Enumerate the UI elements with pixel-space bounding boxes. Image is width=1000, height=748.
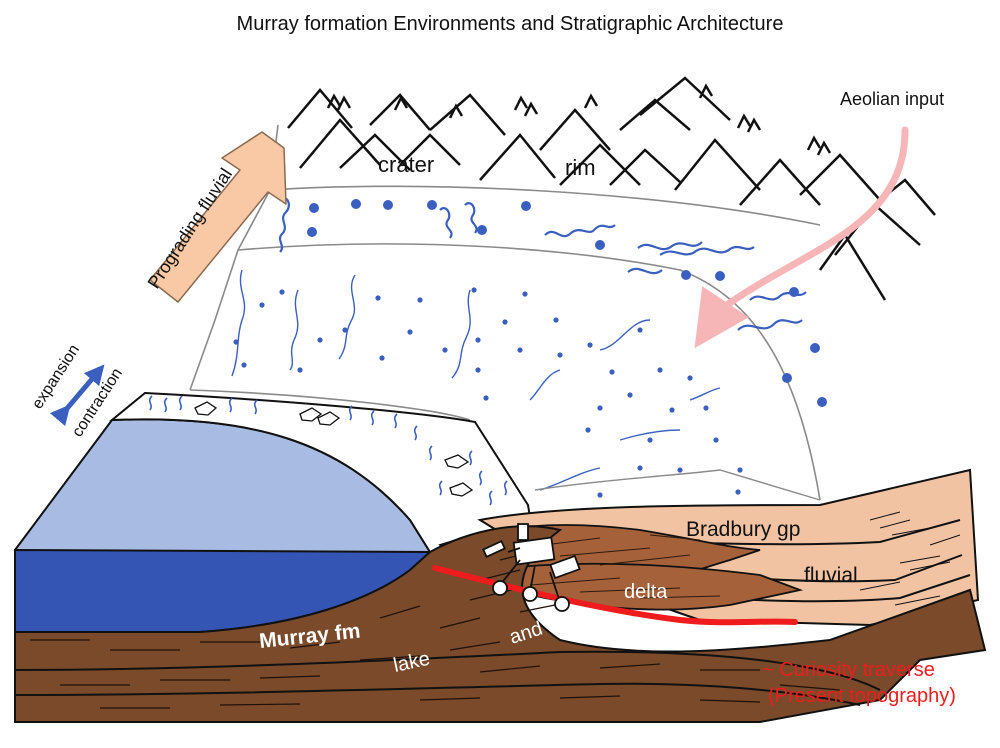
prograding-fluvial-arrow: Prograding fluvial (144, 131, 287, 303)
diagram-title: Murray formation Environments and Strati… (237, 13, 784, 35)
bradbury-label: Bradbury gp (686, 518, 800, 541)
middle-plain-channels (231, 269, 721, 491)
terrain-base-outline (534, 469, 821, 501)
crater-rim-mountains (287, 76, 936, 301)
rover-icon (482, 523, 581, 612)
rim-label: rim (565, 155, 596, 180)
upper-plain-channels (278, 197, 807, 331)
upper-plain-dots (307, 199, 827, 407)
aeolian-input-label: Aeolian input (840, 89, 944, 109)
curiosity-traverse-label: ~ Curiosity traverse (762, 659, 935, 681)
middle-plain-dots (233, 287, 743, 498)
present-topography-label: (Present topography) (768, 685, 956, 707)
aeolian-input-arrow: Aeolian input (694, 89, 944, 349)
crater-label: crater (378, 152, 434, 177)
delta-label: delta (624, 581, 668, 603)
fluvial-label: fluvial (804, 564, 858, 587)
